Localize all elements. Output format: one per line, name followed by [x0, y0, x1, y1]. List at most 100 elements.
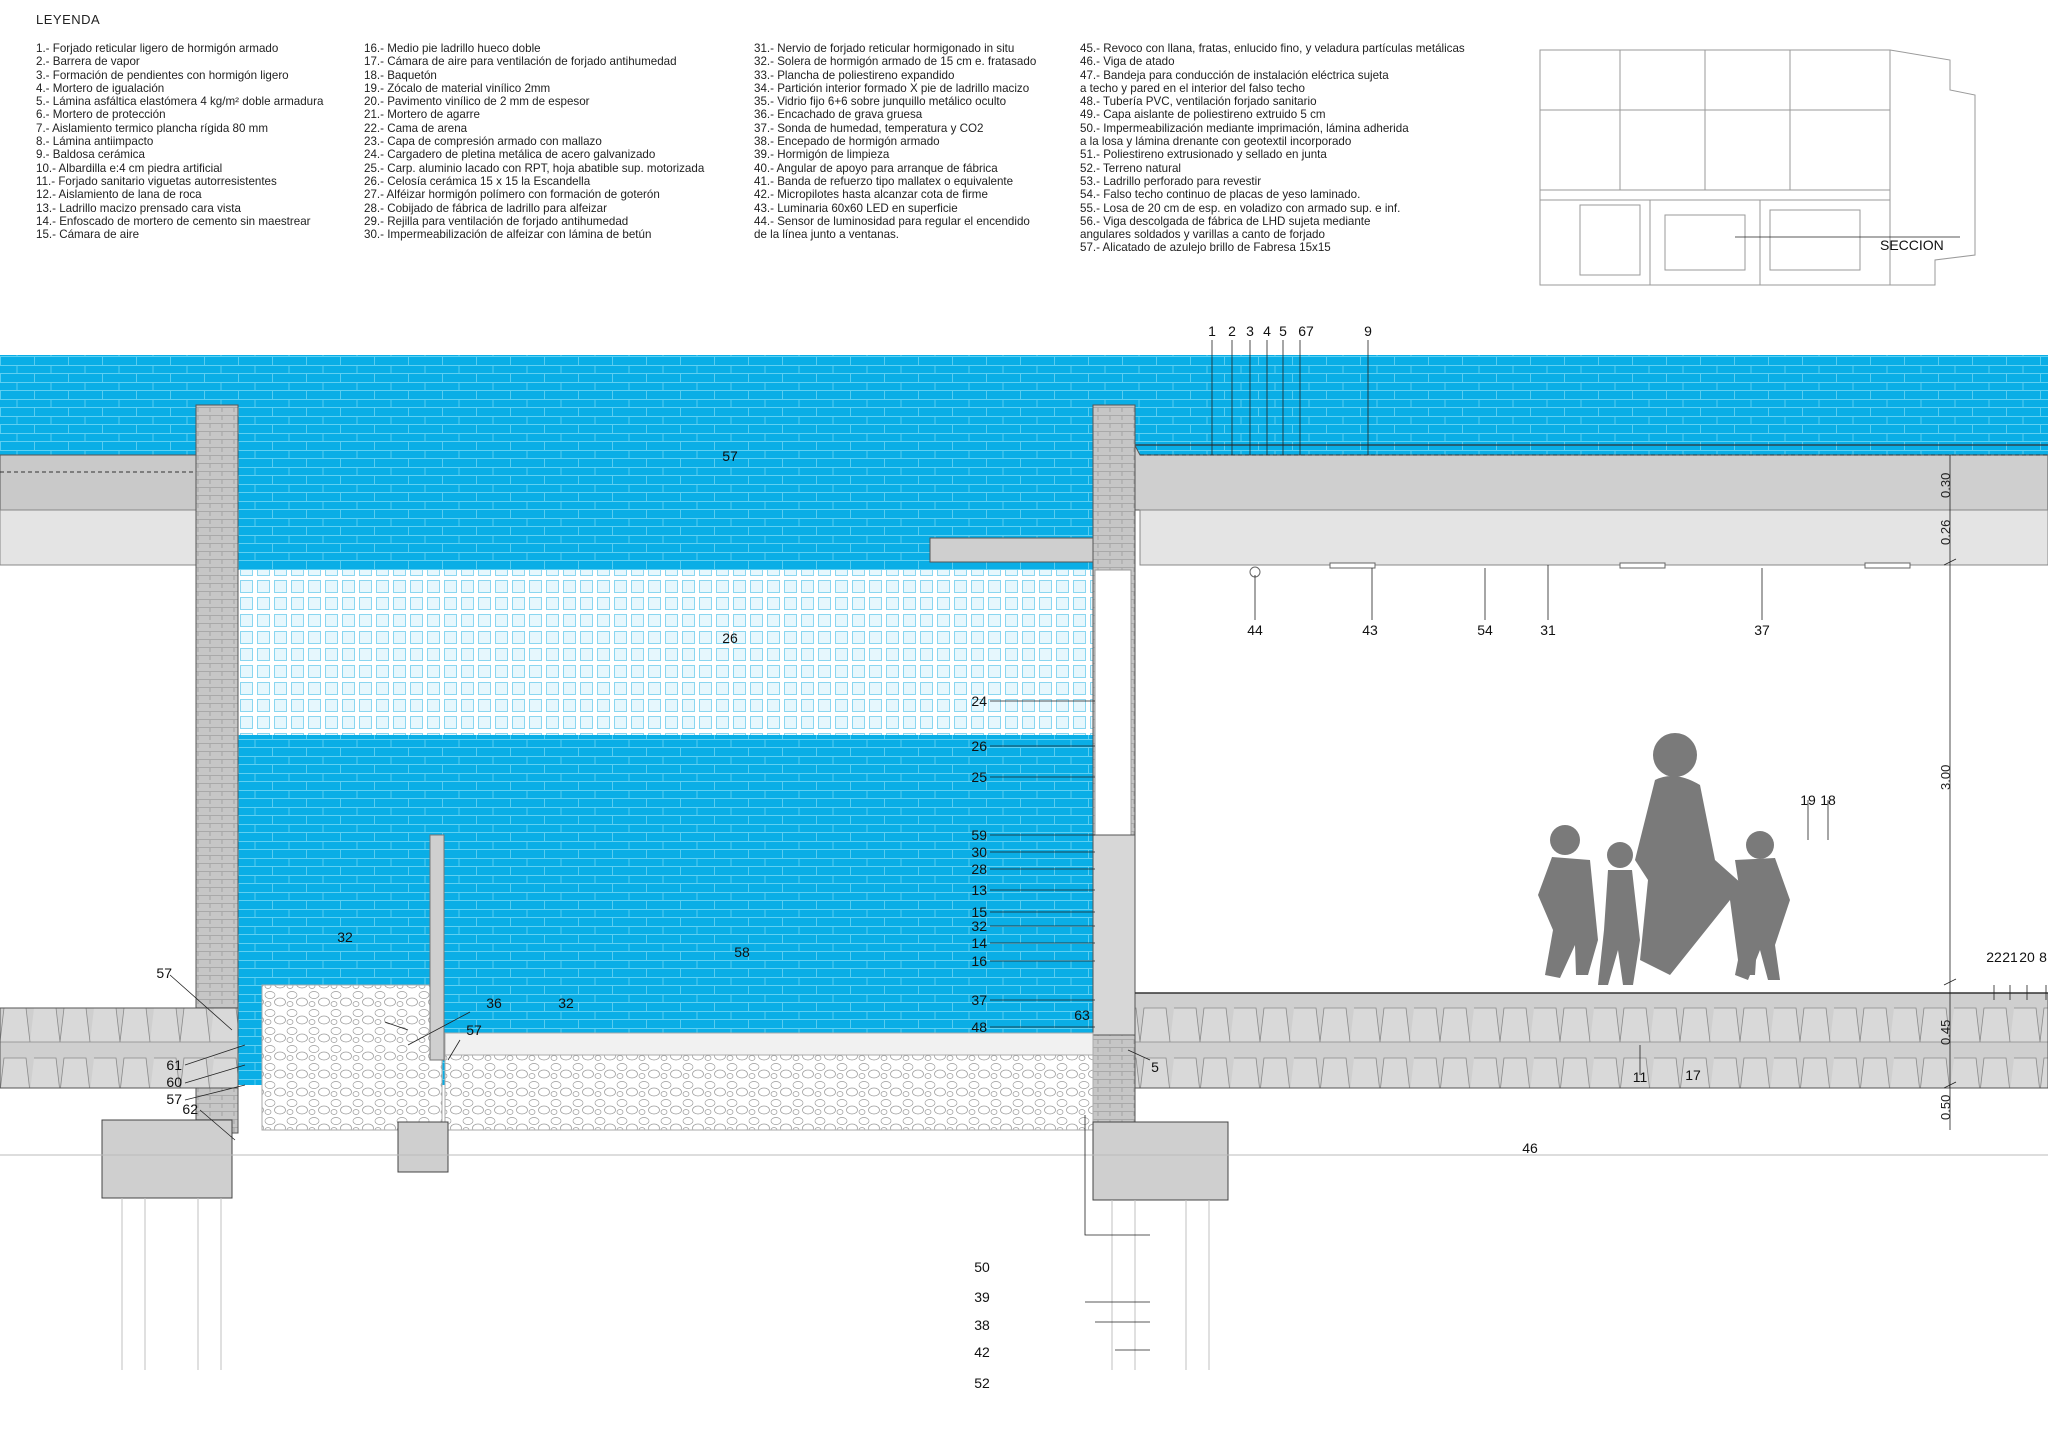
legend-item: 57.- Alicatado de azulejo brillo de Fabr…: [1080, 241, 1331, 255]
legend-column-3: 31.- Nervio de forjado reticular hormigo…: [754, 42, 1036, 241]
callout-l-61: 61: [166, 1057, 182, 1073]
legend-item: de la línea junto a ventanas.: [754, 228, 900, 242]
callouts-ceiling: 44 43 54 31 37: [1247, 622, 1770, 638]
legend-item: 33.- Plancha de poliestireno expandido: [754, 68, 955, 82]
legend-item: 5.- Lámina asfáltica elastómera 4 kg/m² …: [36, 95, 324, 109]
callout-w-15: 15: [971, 904, 987, 920]
callout-52: 52: [974, 1375, 990, 1391]
legend-item: 23.- Capa de compresión armado con malla…: [364, 135, 602, 149]
callout-i-36: 36: [486, 995, 502, 1011]
callouts-top: 1 2 3 4 5 67 9: [1208, 323, 1372, 339]
callout-46: 46: [1522, 1140, 1538, 1156]
legend-item: 46.- Viga de atado: [1080, 55, 1175, 69]
callout-i-57: 57: [466, 1022, 482, 1038]
callout-9: 9: [1364, 323, 1372, 339]
callout-w-26: 26: [971, 738, 987, 754]
callout-31: 31: [1540, 622, 1556, 638]
keyplan-label: SECCION: [1880, 237, 1944, 253]
floor-slab-left: [0, 1007, 239, 1089]
solera: [444, 1032, 1094, 1056]
legend-item: 12.- Aislamiento de lana de roca: [36, 188, 202, 202]
legend-item: 54.- Falso techo continuo de placas de y…: [1080, 188, 1361, 202]
legend-item: a techo y pared en el interior del falso…: [1080, 81, 1305, 95]
callout-w-48: 48: [971, 1019, 987, 1035]
legend-item: 9.- Baldosa cerámica: [36, 148, 145, 162]
legend-item: 56.- Viga descolgada de fábrica de LHD s…: [1080, 214, 1371, 228]
legend-item: 43.- Luminaria 60x60 LED en superficie: [754, 201, 958, 215]
roof-left: [0, 454, 201, 566]
foundations: [0, 1119, 2048, 1370]
legend-item: 29.- Rejilla para ventilación de forjado…: [364, 214, 629, 228]
window-sill-wall: [1092, 834, 1136, 1036]
legend-item: 14.- Enfoscado de mortero de cemento sin…: [36, 214, 311, 228]
legend-item: 13.- Ladrillo macizo prensado cara vista: [36, 201, 241, 215]
legend-item: 45.- Revoco con llana, fratas, enlucido …: [1080, 42, 1465, 55]
callout-2: 2: [1228, 323, 1236, 339]
legend-item: 47.- Bandeja para conducción de instalac…: [1080, 68, 1389, 82]
callout-w-24: 24: [971, 693, 987, 709]
gravel-right: [444, 1054, 1094, 1131]
legend-item: angulares soldados y varillas a canto de…: [1080, 228, 1325, 242]
callout-17: 17: [1685, 1067, 1701, 1083]
legend-item: 6.- Mortero de protección: [36, 108, 166, 122]
callout-l-57b: 57: [166, 1091, 182, 1107]
legend-item: 52.- Terreno natural: [1080, 161, 1181, 175]
callout-w-63: 63: [1074, 1007, 1090, 1023]
callouts-right: 19 18 22 21 20 8 5 11 17 46: [1151, 792, 2047, 1156]
callout-w-16: 16: [971, 953, 987, 969]
callout-39: 39: [974, 1289, 990, 1305]
roof-right: [929, 409, 2048, 566]
callout-w-30: 30: [971, 844, 987, 860]
legend-item: 10.- Albardilla e:4 cm piedra artificial: [36, 161, 223, 175]
legend-item: 35.- Vidrio fijo 6+6 sobre junquillo met…: [754, 95, 1007, 109]
interior-partition: [429, 834, 445, 1061]
legend-item: 28.- Cobijado de fábrica de ladrillo par…: [364, 201, 607, 215]
callout-21: 21: [2002, 949, 2018, 965]
callout-67: 67: [1298, 323, 1314, 339]
legend-item: 34.- Partición interior formado X pie de…: [754, 81, 1030, 95]
legend-item: 25.- Carp. aluminio lacado con RPT, hoja…: [364, 161, 705, 175]
legend-item: 20.- Pavimento vinílico de 2 mm de espes…: [364, 95, 590, 109]
callout-w-37: 37: [971, 992, 987, 1008]
legend-item: 49.- Capa aislante de poliestireno extru…: [1080, 108, 1326, 122]
legend-item: 1.- Forjado reticular ligero de hormigón…: [36, 42, 279, 55]
legend-item: 55.- Losa de 20 cm de esp. en voladizo c…: [1080, 201, 1401, 215]
legend-item: 16.- Medio pie ladrillo hueco doble: [364, 42, 541, 55]
callout-38: 38: [974, 1317, 990, 1333]
callouts-foundation: 50 39 38 42 52: [974, 1259, 990, 1391]
legend-item: 48.- Tubería PVC, ventilación forjado sa…: [1080, 95, 1317, 109]
callout-1: 1: [1208, 323, 1216, 339]
legend-item: 22.- Cama de arena: [364, 121, 468, 135]
people-silhouette: [1538, 733, 1790, 985]
callout-22: 22: [1986, 949, 2002, 965]
callout-tile-57: 57: [722, 448, 738, 464]
legend-column-1: 1.- Forjado reticular ligero de hormigón…: [36, 42, 323, 241]
legend-item: 11.- Forjado sanitario viguetas autorres…: [36, 174, 277, 188]
callout-20: 20: [2019, 949, 2035, 965]
callout-54: 54: [1477, 622, 1493, 638]
gravel-left: [261, 984, 443, 1131]
legend-item: 18.- Baquetón: [364, 68, 437, 82]
legend-item: 31.- Nervio de forjado reticular hormigo…: [754, 42, 1015, 55]
legend-item: 42.- Micropilotes hasta alcanzar cota de…: [754, 188, 988, 202]
legend-column-4: 45.- Revoco con llana, fratas, enlucido …: [1080, 42, 1465, 255]
callout-i-32a: 32: [337, 929, 353, 945]
callouts-interior: 32 36 57 32: [337, 929, 574, 1038]
legend-item: 8.- Lámina antiimpacto: [36, 135, 154, 149]
dim-0-26: 0.26: [1938, 520, 1953, 545]
legend-item: 41.- Banda de refuerzo tipo mallatex o e…: [754, 174, 1014, 188]
dim-0-30: 0.30: [1938, 473, 1953, 498]
callout-celosia-26: 26: [722, 630, 738, 646]
callout-l-62: 62: [182, 1101, 198, 1117]
callouts-left: 57 61 60 57 62: [156, 965, 198, 1117]
callout-44: 44: [1247, 622, 1263, 638]
callout-50: 50: [974, 1259, 990, 1275]
ceramic-lattice: [238, 570, 1093, 735]
window-frame: [1094, 569, 1132, 836]
legend-item: 36.- Encachado de grava gruesa: [754, 108, 923, 122]
callout-w-25: 25: [971, 769, 987, 785]
callout-19: 19: [1800, 792, 1816, 808]
tile-sky-band: [0, 355, 2048, 455]
